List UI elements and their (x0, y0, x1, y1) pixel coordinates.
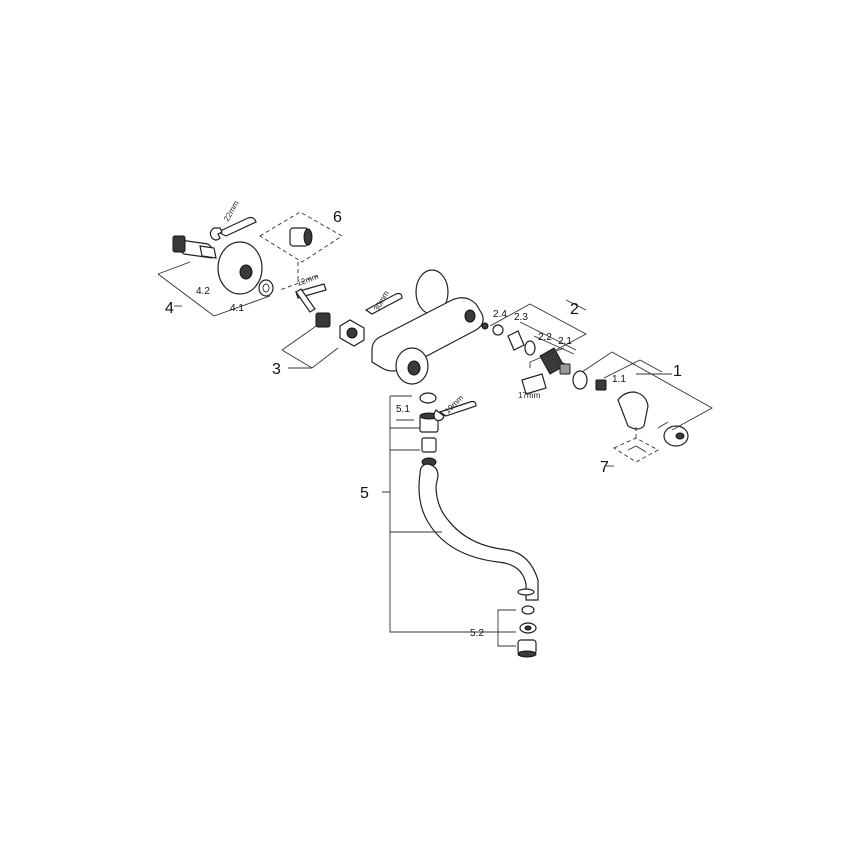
tool-size-22mm: 22mm (222, 199, 241, 223)
label-part-7: 7 (600, 459, 609, 476)
label-part-2: 2 (570, 301, 579, 318)
label-part-4: 4 (165, 300, 174, 317)
wrench-30mm: 30mm (364, 289, 403, 315)
label-part-2-1: 2.1 (558, 336, 572, 347)
label-part-1-1: 1.1 (612, 374, 626, 385)
leader-part-1 (581, 351, 713, 431)
part-3-nut (315, 312, 365, 347)
mixer-body (371, 269, 484, 385)
wrench-19mm: 19mm (433, 393, 477, 422)
label-part-2-4: 2.4 (493, 309, 507, 320)
leader-part-3 (281, 321, 339, 369)
leader-part-2 (489, 299, 587, 355)
label-part-1: 1 (673, 363, 682, 380)
label-part-3: 3 (272, 361, 281, 378)
part-4-1-washer (258, 279, 274, 297)
part-4-wall-connector (172, 235, 217, 259)
part-5-spout (418, 463, 539, 601)
wrench-17mm: 17mm (518, 347, 567, 400)
hex-key-12mm: 12mm (295, 272, 327, 313)
tool-size-12mm: 12mm (296, 272, 320, 288)
label-part-4-1: 4.1 (230, 303, 244, 314)
leader-part-5-1 (390, 419, 420, 429)
tool-size-17mm: 17mm (518, 391, 541, 400)
part-5-2-aerator (517, 605, 537, 658)
leader-part-5 (382, 395, 498, 633)
part-4-2-rosette (217, 241, 263, 295)
label-part-5-1: 5.1 (396, 404, 410, 415)
wrench-22mm: 22mm (209, 199, 257, 241)
label-part-2-2: 2.2 (538, 332, 552, 343)
part-7-box (613, 426, 659, 463)
label-part-4-2: 4.2 (196, 286, 210, 297)
part-6-fitting-box (259, 211, 343, 291)
leader-part-4 (157, 261, 271, 317)
label-part-5: 5 (360, 485, 369, 502)
part-2-cartridge (481, 322, 571, 375)
label-part-6: 6 (333, 209, 342, 226)
label-part-2-3: 2.3 (514, 312, 528, 323)
label-part-5-2: 5.2 (470, 628, 484, 639)
part-5-spout-nut (419, 392, 439, 467)
leader-part-5-2 (492, 609, 516, 647)
part-1-handle (572, 370, 689, 447)
